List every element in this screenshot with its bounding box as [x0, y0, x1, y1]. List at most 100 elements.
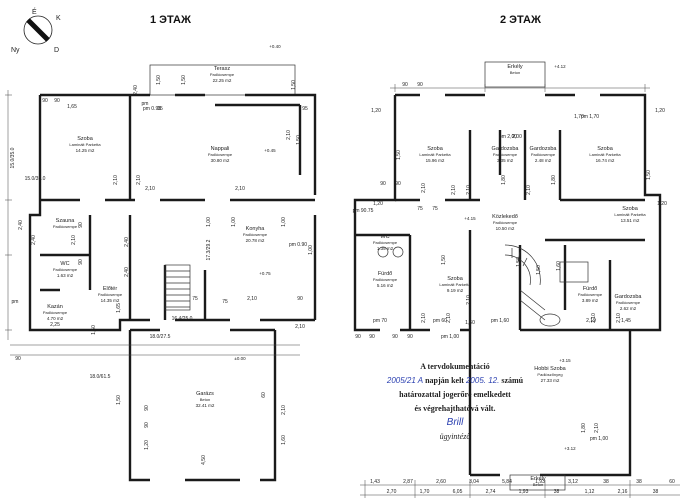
stamp-handwritten-number: 2005/21 A: [386, 376, 424, 385]
floor2-room-floor-type: Laminált Parketta: [419, 152, 451, 157]
floor2-room-name: Szoba: [597, 146, 614, 152]
compass-west-label: Ny: [11, 47, 20, 54]
floor2-dimension-label: 1,80: [551, 175, 557, 185]
floor2-fixtures: [377, 246, 589, 327]
floor2-room-floor-type: Laminált Parketta: [614, 212, 646, 217]
floor1-dimension-label: 1,65: [67, 104, 77, 110]
floor1-dimension-label: 90: [78, 259, 84, 265]
floor2-plan: [353, 61, 680, 498]
floor2-dimension-label: 90: [355, 334, 361, 340]
floor2-dimension-label: 2,00: [512, 134, 522, 140]
floor1-dimension-label: 4,50: [201, 455, 207, 465]
floor2-room-name: Gardozsba: [492, 146, 520, 152]
floor2-bottom-dimension-label: 1,93: [535, 479, 545, 485]
floor2-room-floor-type: Beton: [510, 70, 520, 75]
floor1-dimension-note: 15.0/35.0: [10, 147, 16, 168]
floor2-bottom-dimension-label: 2,16: [618, 489, 628, 495]
floor2-room-floor-type: Padlócsempe: [373, 277, 398, 282]
floor1-dimension-label: 2,10: [136, 175, 142, 185]
floor1-dimension-label: 90: [78, 222, 84, 228]
floor1-dimension-note: pm 0.90: [289, 242, 307, 248]
floor2-room-floor-type: Padlócsempe: [531, 152, 556, 157]
floor1-dimension-label: 90: [54, 98, 60, 104]
floor2-dimension-label: 1,80: [501, 175, 507, 185]
floor2-room-area: 3.35 m2: [497, 158, 514, 163]
floor1-room-area: 14.25 m2: [76, 148, 95, 153]
floor1-room-name: Kazán: [47, 304, 63, 310]
floor2-room-floor-type: Padlócsempe: [373, 240, 398, 245]
floor1-level-mark: ±0.00: [234, 356, 246, 361]
floor1-dimension-label: 2,40: [18, 220, 24, 230]
floor2-room-name: Fürdő: [378, 271, 392, 277]
floor2-room-floor-type: Padlócsempe: [616, 300, 641, 305]
floor2-room-name: Szoba: [427, 146, 444, 152]
floor2-room-floor-type: Beton: [533, 482, 543, 487]
floor2-dimension-label: 1,20: [371, 108, 381, 114]
floor1-room-floor-type: Padlócsempe: [98, 292, 123, 297]
floor1-plan: [5, 64, 317, 482]
floor1-room-name: Szauna: [56, 218, 76, 224]
floor2-room-area: 13.51 m2: [621, 218, 640, 223]
stamp-line3: határozattal jogerőre emelkedett: [399, 390, 511, 399]
balcony-top-outline: [484, 61, 546, 88]
floor2-room-floor-type: Padlócsempe: [493, 152, 518, 157]
floor1-room-name: Előtér: [103, 286, 118, 292]
floor1-dimension-note: 18.0/61.5: [90, 374, 111, 380]
floor1-dimension-label: 90: [144, 405, 150, 411]
floor1-room-area: 4.70 m2: [47, 316, 64, 321]
floor2-dimension-label: 2,10: [526, 185, 532, 195]
floor2-room-name: WC: [380, 234, 389, 240]
floor1-dimension-label: 75: [192, 296, 198, 302]
floor2-top-dimension-line: [390, 84, 650, 92]
floor2-room-area: 5.16 m2: [377, 283, 394, 288]
floor1-dimension-label: 1,50: [116, 395, 122, 405]
floor2-dimension-label: 1,50: [516, 257, 522, 267]
floor2-bottom-dimension-label: 2,74: [486, 489, 496, 495]
floor1-dimension-label: 75: [222, 299, 228, 305]
floor2-room-name: Szoba: [447, 276, 464, 282]
floor2-stairs: [504, 244, 546, 321]
floor2-dimension-label: 2,19: [586, 318, 596, 324]
terrace-outline: [149, 64, 296, 96]
floor2-dimension-label: 90: [395, 181, 401, 187]
floor2-dimension-lines: [360, 480, 680, 498]
floor1-room-area: 22.25 m2: [213, 78, 232, 83]
stamp-handwritten-date: 2005. 12.: [465, 376, 500, 385]
floor1-dimension-label: 1,00: [206, 217, 212, 227]
floor1-room-name: Nappali: [211, 146, 230, 152]
floor2-dimension-label: 90: [407, 334, 413, 340]
floor2-room-area: 16.74 m2: [596, 158, 615, 163]
floor1-room-floor-type: Beton: [200, 397, 210, 402]
floor1-dimension-label: 2,25: [50, 322, 60, 328]
floor1-dimension-label: 1,20: [144, 440, 150, 450]
floor1-dimension-label: 90: [297, 296, 303, 302]
hobby-room-walls: [468, 328, 632, 477]
floor2-room-floor-type: Laminált Parketta: [439, 282, 471, 287]
floor2-bottom-dimension-label: 3,12: [568, 479, 578, 485]
floor1-dimension-label: 2,10: [145, 186, 155, 192]
floor2-bottom-dimension-label: 38: [554, 489, 560, 495]
floor2-dimension-note: pm 90.75: [353, 208, 374, 214]
floor1-dimension-label: 95: [302, 106, 308, 112]
floor1-outer-walls: [28, 93, 317, 332]
floor2-dimension-label: 2,10: [466, 185, 472, 195]
floor1-dimension-label: 1,50: [91, 325, 97, 335]
floor2-room-area: 27.33 m2: [541, 378, 560, 383]
floor2-dimension-label: 90: [380, 181, 386, 187]
floor2-room-name: Erkély: [530, 476, 546, 482]
floor2-room-area: 2.62 m2: [620, 306, 637, 311]
floor1-room-area: 1.63 m2: [57, 273, 74, 278]
floor1-dimension-label: 2,10: [286, 130, 292, 140]
floor1-room-name: WC: [60, 261, 69, 267]
floor1-room-floor-type: Padlócsempe: [53, 267, 78, 272]
floor2-bottom-dimension-label: 1,12: [585, 489, 595, 495]
floor1-dimension-label: 1,50: [181, 75, 187, 85]
floor1-dimension-note: 15.0/35.0: [25, 176, 46, 182]
floor2-dimension-label: 75: [417, 206, 423, 212]
floor2-bottom-dimension-label: 38: [603, 479, 609, 485]
floor2-room-area: 10.50 m2: [496, 226, 515, 231]
floor1-dimension-label: 1,50: [296, 135, 302, 145]
floor1-stairs: [164, 264, 191, 311]
floor1-dimension-note: pm 0.95: [143, 106, 161, 112]
